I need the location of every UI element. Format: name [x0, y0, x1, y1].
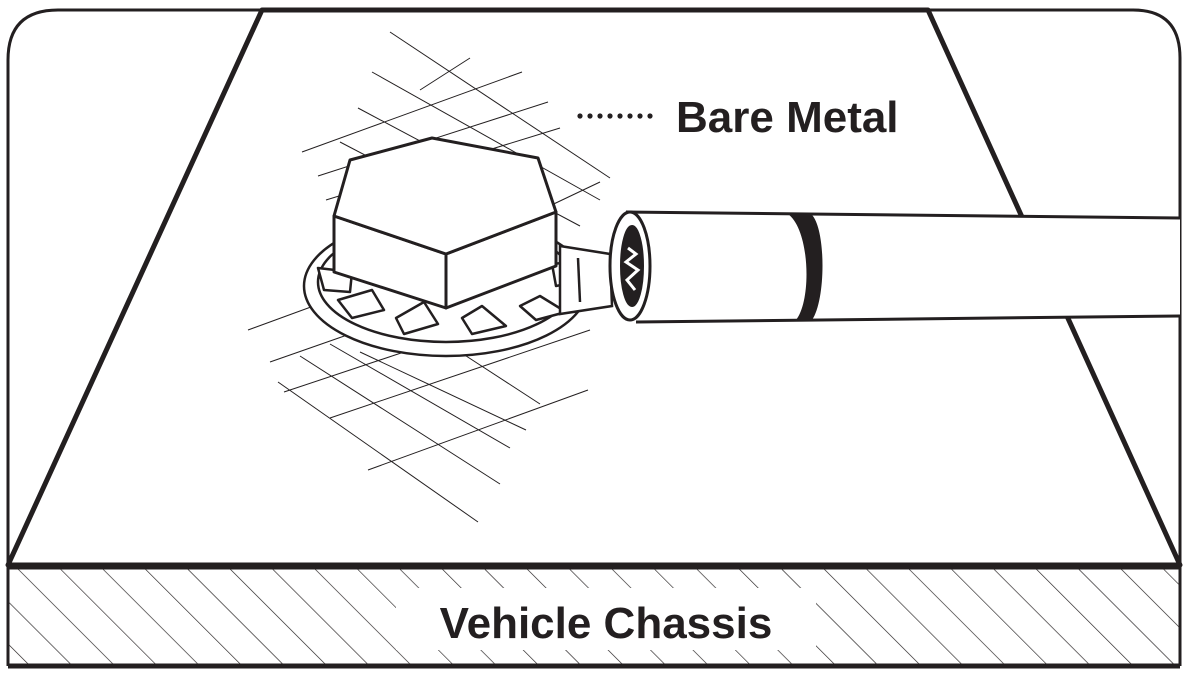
chassis-label-backdrop — [396, 588, 816, 650]
bare-metal-label: Bare Metal — [676, 93, 899, 142]
vehicle-chassis-label: Vehicle Chassis — [440, 599, 773, 648]
ground-cable — [625, 210, 1181, 324]
terminal-barrel — [608, 210, 652, 322]
bolt-top — [332, 136, 558, 256]
cable-crimp — [788, 214, 823, 320]
chassis-band — [6, 564, 1182, 669]
ring-terminal — [558, 244, 614, 316]
hex-bolt-icon — [332, 136, 558, 310]
bare-metal-leader — [577, 113, 653, 119]
